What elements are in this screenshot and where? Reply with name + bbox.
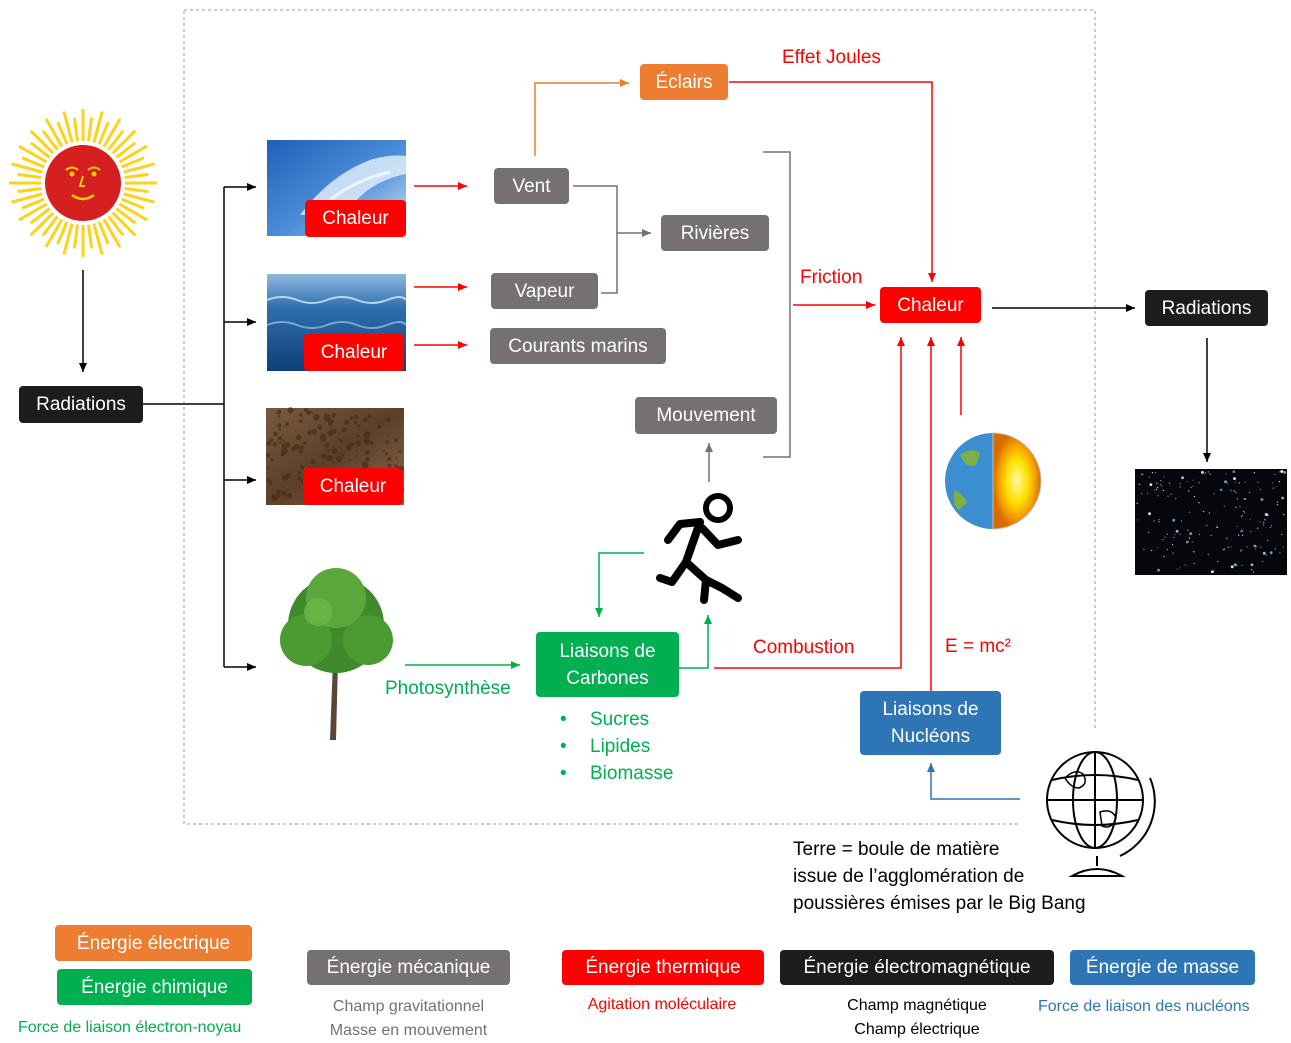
earth-note: Terre = boule de matière issue de l’aggl… <box>793 836 1086 917</box>
chaleur-sky-label: Chaleur <box>305 200 406 237</box>
liaisons-nucleons-line1: Liaisons de <box>882 699 979 720</box>
combustion-label: Combustion <box>753 637 855 658</box>
chaleur-center-node: Chaleur <box>880 287 981 323</box>
mechanical-arrows <box>573 151 791 482</box>
legend-masse-sub: Force de liaison des nucléons <box>1038 998 1250 1015</box>
legend-mecanique-sub1: Champ gravitationnel <box>332 998 485 1015</box>
starfield-photo <box>1135 469 1287 575</box>
eclairs-node: Éclairs <box>640 64 728 100</box>
legend-thermique-sub: Agitation moléculaire <box>587 996 737 1013</box>
legend-mecanique: Énergie mécanique <box>307 950 510 985</box>
legend-chimique-sub: Force de liaison électron-noyau <box>18 1019 242 1036</box>
carbon-items-list: Sucres Lipides Biomasse <box>560 706 673 787</box>
legend-electrique: Énergie électrique <box>55 925 252 961</box>
liaisons-carbones-line2: Carbones <box>566 667 649 689</box>
liaisons-carbones-node: Liaisons de Carbones <box>536 632 679 697</box>
globe-icon <box>1046 751 1156 877</box>
rivieres-node: Rivières <box>661 215 769 251</box>
chemical-arrows <box>405 552 712 669</box>
vapeur-node: Vapeur <box>491 273 598 309</box>
legend-mecanique-sub2: Masse en mouvement <box>329 1022 488 1039</box>
emc2-label: E = mc² <box>945 636 1011 657</box>
liaisons-nucleons-line2: Nucléons <box>890 726 971 747</box>
effet-joules-label: Effet Joules <box>782 47 881 68</box>
radiation-connectors <box>79 183 1211 671</box>
chaleur-sea-label: Chaleur <box>304 334 404 371</box>
mass-arrow <box>927 763 1020 800</box>
liaisons-nucleons-node: Liaisons de Nucléons <box>860 691 1001 755</box>
radiations-node-left: Radiations <box>19 386 143 423</box>
legend-mecanique-sub: Champ gravitationnel Masse en mouvement <box>307 995 510 1043</box>
legend-electromagnetique-sub2: Champ électrique <box>854 1021 980 1038</box>
legend-chimique: Énergie chimique <box>57 969 252 1005</box>
chaleur-soil-label: Chaleur <box>303 468 403 505</box>
legend-masse: Énergie de masse <box>1070 950 1255 985</box>
earth-core-icon <box>945 432 1042 530</box>
legend-electromagnetique-sub: Champ magnétique Champ électrique <box>780 994 1054 1042</box>
running-person-icon <box>656 493 742 604</box>
earth-note-line: issue de l’agglomération de <box>793 866 1025 887</box>
thermal-arrows <box>414 81 965 692</box>
vent-node: Vent <box>494 168 569 204</box>
earth-note-line: poussières émises par le Big Bang <box>793 893 1086 914</box>
friction-label: Friction <box>800 267 863 288</box>
earth-boundary-dashed <box>183 9 1096 825</box>
liaisons-carbones-line1: Liaisons de <box>559 640 656 662</box>
carbon-item: Sucres <box>560 706 673 733</box>
earth-note-line: Terre = boule de matière <box>793 839 1000 860</box>
sun-icon <box>9 109 157 257</box>
legend-thermique: Énergie thermique <box>562 950 764 985</box>
radiations-node-right: Radiations <box>1145 290 1268 326</box>
carbon-item: Biomasse <box>560 760 673 787</box>
photosynthese-label: Photosynthèse <box>385 678 511 699</box>
mouvement-node: Mouvement <box>635 397 777 434</box>
carbon-item: Lipides <box>560 733 673 760</box>
courants-marins-node: Courants marins <box>490 328 666 364</box>
lightning-arrow <box>534 79 629 156</box>
legend-electromagnetique: Énergie électromagnétique <box>780 950 1054 985</box>
legend-electromagnetique-sub1: Champ magnétique <box>847 997 987 1014</box>
tree-icon <box>280 568 393 740</box>
